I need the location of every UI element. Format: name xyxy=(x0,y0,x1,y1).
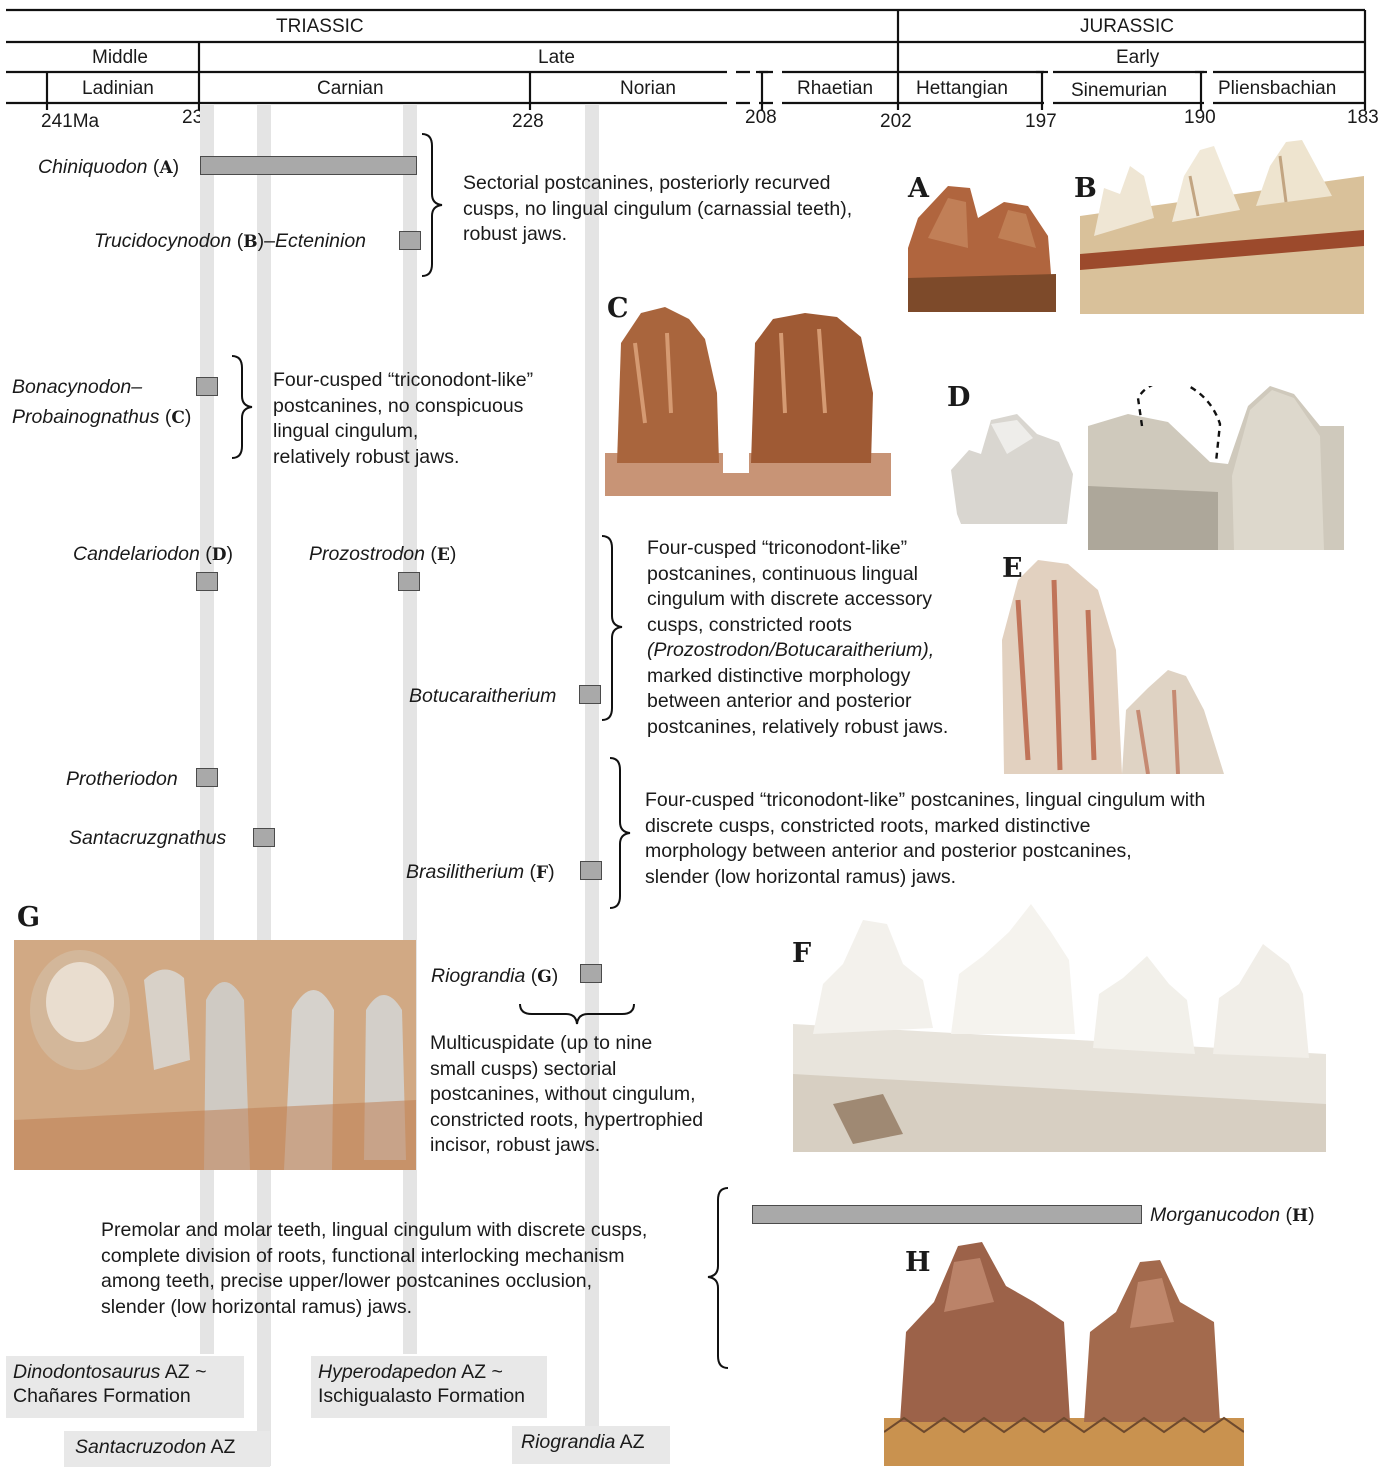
photo-d-candelariodon-tooth-right xyxy=(1088,386,1344,550)
zone-label-dinodontosaurus: Dinodontosaurus AZ ~ Chañares Formation xyxy=(6,1356,244,1418)
photo-g-riograndia-teeth xyxy=(14,940,416,1170)
brace-group3 xyxy=(598,534,628,722)
range-box-bonacynodon xyxy=(196,377,218,396)
brace-group4 xyxy=(606,756,636,910)
description-group4: Four-cusped “triconodont-like” postcanin… xyxy=(645,788,1205,890)
timescale-frame xyxy=(0,0,1386,110)
epoch-early: Early xyxy=(1116,47,1159,69)
range-bar-morganucodon xyxy=(752,1205,1142,1224)
photo-c-bonacynodon-teeth xyxy=(605,303,891,496)
photo-letter-h: H xyxy=(905,1248,931,1278)
range-box-brasilitherium xyxy=(580,861,602,880)
photo-d-candelariodon-tooth-left xyxy=(947,414,1075,524)
range-box-santacruzgnathus xyxy=(253,828,275,847)
taxon-protheriodon: Protheriodon xyxy=(66,767,178,791)
stage-sinemurian: Sinemurian xyxy=(1071,80,1167,102)
zone-label-riograndia: Riograndia AZ xyxy=(512,1426,670,1464)
zone-label-hyperodapedon: Hyperodapedon AZ ~ Ischigualasto Formati… xyxy=(311,1356,547,1418)
photo-letter-e: E xyxy=(1002,554,1023,584)
taxon-chiniquodon: Chiniquodon (A) xyxy=(38,155,179,180)
epoch-middle: Middle xyxy=(92,47,148,69)
description-group3: Four-cusped “triconodont-like” postcanin… xyxy=(647,536,948,740)
taxon-santacruzgnathus: Santacruzgnathus xyxy=(69,826,226,850)
taxon-trucidocynodon: Trucidocynodon (B)–Ecteninion xyxy=(94,229,366,254)
tick-208: 208 xyxy=(745,108,777,128)
description-group6: Premolar and molar teeth, lingual cingul… xyxy=(101,1218,647,1320)
stage-hettangian: Hettangian xyxy=(916,78,1008,100)
stage-pliensbachian: Pliensbachian xyxy=(1218,78,1336,100)
description-group5: Multicuspidate (up to nine small cusps) … xyxy=(430,1031,703,1159)
brace-group6 xyxy=(702,1186,732,1370)
photo-e-prozostrodon-teeth xyxy=(998,560,1228,774)
tick-197: 197 xyxy=(1025,112,1057,132)
stage-rhaetian: Rhaetian xyxy=(797,78,873,100)
taxon-prozostrodon: Prozostrodon (E) xyxy=(309,542,456,567)
tick-183: 183 xyxy=(1347,108,1379,128)
tick-241: 241Ma xyxy=(41,112,99,132)
brace-group1 xyxy=(418,132,448,278)
range-box-prozostrodon xyxy=(398,572,420,591)
period-triassic: TRIASSIC xyxy=(276,16,364,38)
taxon-morganucodon: Morganucodon (H) xyxy=(1150,1203,1315,1228)
photo-letter-d: D xyxy=(947,383,970,413)
description-group2: Four-cusped “triconodont-like” postcanin… xyxy=(273,368,533,470)
stage-ladinian: Ladinian xyxy=(82,78,154,100)
zone-label-santacruzodon: Santacruzodon AZ xyxy=(64,1431,270,1467)
tick-202: 202 xyxy=(880,112,912,132)
photo-letter-a: A xyxy=(908,174,929,204)
photo-letter-c: C xyxy=(607,294,629,324)
brace-group2 xyxy=(228,354,258,460)
photo-f-brasilitherium-teeth xyxy=(793,904,1326,1152)
taxon-bonacynodon: Bonacynodon– xyxy=(12,375,142,399)
epoch-late: Late xyxy=(538,47,575,69)
tick-190: 190 xyxy=(1184,108,1216,128)
range-box-riograndia xyxy=(580,964,602,983)
taxon-brasilitherium: Brasilitherium (F) xyxy=(406,860,555,885)
period-jurassic: JURASSIC xyxy=(1080,16,1174,38)
photo-b-trucidocynodon-teeth xyxy=(1080,136,1364,314)
range-bar-chiniquodon xyxy=(200,156,417,175)
taxon-botucaraitherium: Botucaraitherium xyxy=(409,684,556,708)
taxon-candelariodon: Candelariodon (D) xyxy=(73,542,233,567)
stage-norian: Norian xyxy=(620,78,676,100)
photo-h-morganucodon-teeth xyxy=(884,1242,1244,1466)
photo-letter-b: B xyxy=(1074,174,1097,204)
description-group1: Sectorial postcanines, posteriorly recur… xyxy=(463,171,852,248)
brace-group5 xyxy=(518,1000,638,1028)
range-box-protheriodon xyxy=(196,768,218,787)
photo-a-chiniquodon-teeth xyxy=(908,178,1056,312)
taxon-riograndia: Riograndia (G) xyxy=(431,964,558,989)
photo-letter-f: F xyxy=(792,939,811,969)
stage-carnian: Carnian xyxy=(317,78,384,100)
taxon-probainognathus: Probainognathus (C) xyxy=(12,405,191,430)
photo-letter-g: G xyxy=(17,903,40,933)
range-box-candelariodon xyxy=(196,572,218,591)
tick-228: 228 xyxy=(512,112,544,132)
